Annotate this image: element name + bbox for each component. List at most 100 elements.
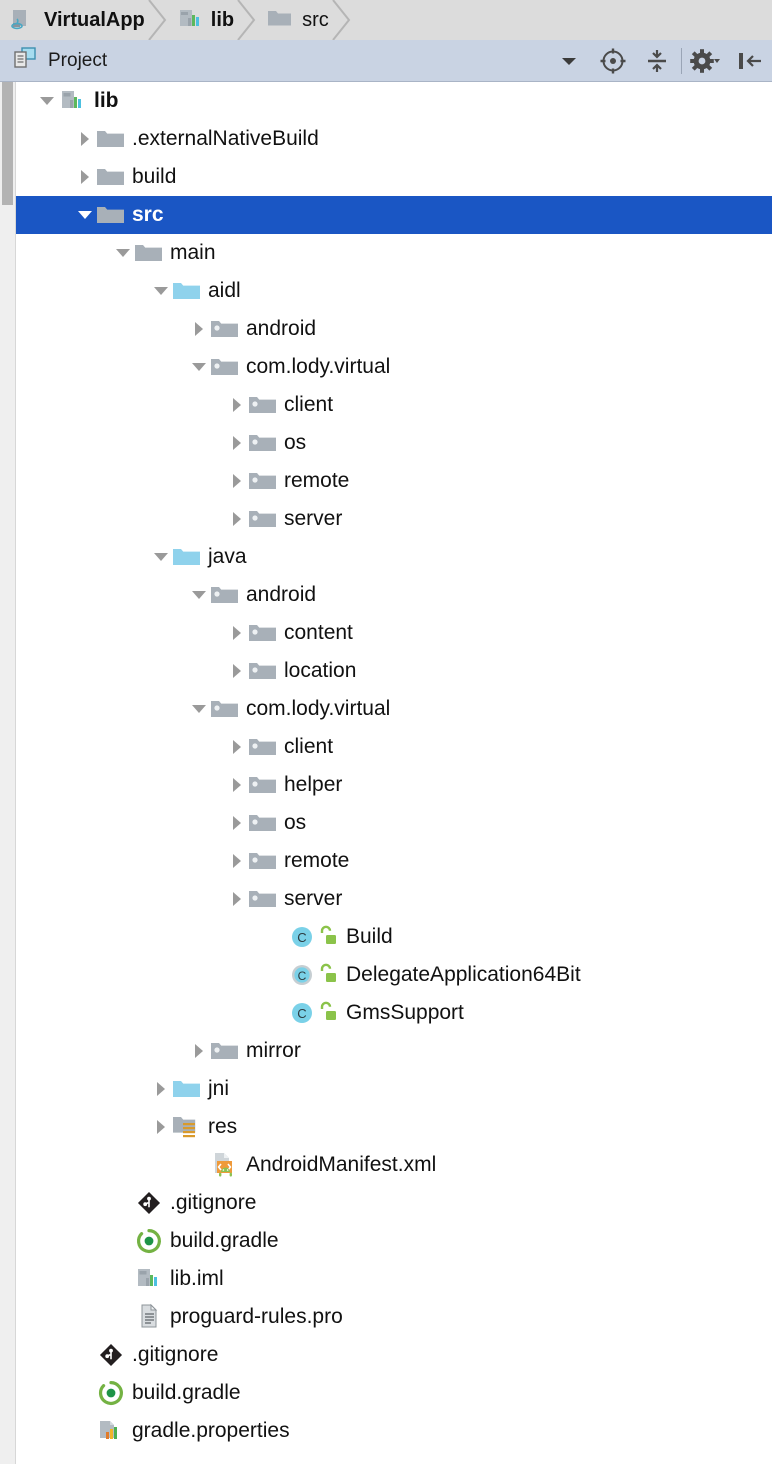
tree-row[interactable]: build: [16, 158, 772, 196]
triangle-right-icon[interactable]: [224, 614, 250, 652]
tree-row-label: com.lody.virtual: [246, 355, 391, 378]
indent-spacer: [16, 215, 72, 216]
indent-spacer: [16, 1355, 72, 1356]
tree-row[interactable]: build.gradle: [16, 1222, 772, 1260]
tree-row-label: remote: [284, 469, 350, 492]
vertical-scrollbar[interactable]: [0, 82, 16, 1464]
tree-row-label: build.gradle: [170, 1229, 279, 1252]
tree-row-label: com.lody.virtual: [246, 697, 391, 720]
hide-panel-icon[interactable]: [728, 40, 772, 82]
tree-row[interactable]: remote: [16, 462, 772, 500]
tree-row-label: DelegateApplication64Bit: [346, 963, 581, 986]
indent-spacer: [16, 633, 224, 634]
indent-spacer: [16, 1393, 72, 1394]
tree-row[interactable]: client: [16, 386, 772, 424]
scroll-from-source-icon[interactable]: [591, 40, 635, 82]
tree-row[interactable]: location: [16, 652, 772, 690]
chevron-down-icon[interactable]: [547, 40, 591, 82]
tree-row[interactable]: server: [16, 500, 772, 538]
tree-row[interactable]: AndroidManifest.xml: [16, 1146, 772, 1184]
tree-row[interactable]: server: [16, 880, 772, 918]
triangle-down-icon[interactable]: [186, 348, 212, 386]
folder-icon: [97, 196, 124, 234]
indent-spacer: [16, 1241, 110, 1242]
tree-row[interactable]: content: [16, 614, 772, 652]
collapse-all-icon[interactable]: [635, 40, 679, 82]
triangle-down-icon[interactable]: [148, 538, 174, 576]
tree-row[interactable]: proguard-rules.pro: [16, 1298, 772, 1336]
tree-row[interactable]: android: [16, 576, 772, 614]
triangle-right-icon[interactable]: [224, 500, 250, 538]
tree-row[interactable]: com.lody.virtual: [16, 690, 772, 728]
triangle-right-icon[interactable]: [186, 310, 212, 348]
package-icon: [249, 804, 276, 842]
triangle-right-icon[interactable]: [72, 158, 98, 196]
module-gradle-icon: [60, 82, 86, 120]
tree-row[interactable]: os: [16, 804, 772, 842]
triangle-right-icon[interactable]: [224, 424, 250, 462]
tree-row-label: GmsSupport: [346, 1001, 464, 1024]
triangle-right-icon[interactable]: [224, 766, 250, 804]
tree-row[interactable]: .externalNativeBuild: [16, 120, 772, 158]
scrollbar-thumb[interactable]: [2, 82, 13, 205]
package-icon: [249, 880, 276, 918]
tree-row[interactable]: client: [16, 728, 772, 766]
triangle-down-icon[interactable]: [186, 576, 212, 614]
triangle-right-icon[interactable]: [148, 1070, 174, 1108]
triangle-right-icon[interactable]: [224, 652, 250, 690]
tree-row[interactable]: .gitignore: [16, 1336, 772, 1374]
tree-row[interactable]: android: [16, 310, 772, 348]
tree-row-label: build.gradle: [132, 1381, 241, 1404]
package-icon: [249, 766, 276, 804]
tree-row-label: java: [208, 545, 247, 568]
tree-row-label: helper: [284, 773, 343, 796]
triangle-right-icon[interactable]: [72, 120, 98, 158]
triangle-right-icon[interactable]: [224, 462, 250, 500]
tree-row[interactable]: mirror: [16, 1032, 772, 1070]
triangle-down-icon[interactable]: [148, 272, 174, 310]
triangle-right-icon[interactable]: [224, 728, 250, 766]
java-class-icon: C: [288, 918, 316, 956]
tree-row[interactable]: remote: [16, 842, 772, 880]
tree-row[interactable]: com.lody.virtual: [16, 348, 772, 386]
triangle-right-icon[interactable]: [224, 386, 250, 424]
tree-row[interactable]: main: [16, 234, 772, 272]
triangle-down-icon[interactable]: [72, 196, 98, 234]
tree-row[interactable]: aidl: [16, 272, 772, 310]
breadcrumb-item-src[interactable]: src: [256, 0, 351, 40]
tree-row-label: android: [246, 317, 317, 340]
triangle-right-icon[interactable]: [148, 1108, 174, 1146]
tree-row[interactable]: os: [16, 424, 772, 462]
gear-icon[interactable]: [684, 40, 728, 82]
tree-row[interactable]: build.gradle: [16, 1374, 772, 1412]
triangle-right-icon[interactable]: [224, 842, 250, 880]
tree-row[interactable]: java: [16, 538, 772, 576]
tree-row[interactable]: .gitignore: [16, 1184, 772, 1222]
triangle-down-icon[interactable]: [110, 234, 136, 272]
java-class-icon: C: [288, 994, 316, 1032]
breadcrumb: VirtualApp lib src: [0, 0, 772, 40]
triangle-down-icon[interactable]: [186, 690, 212, 728]
tree-row-label: lib: [94, 89, 119, 112]
tree-row[interactable]: helper: [16, 766, 772, 804]
res-folder-icon: [173, 1108, 200, 1146]
tree-row[interactable]: lib: [16, 82, 772, 120]
tree-row[interactable]: res: [16, 1108, 772, 1146]
triangle-down-icon[interactable]: [34, 82, 60, 120]
breadcrumb-item-project[interactable]: VirtualApp: [0, 0, 167, 40]
tree-row[interactable]: gradle.properties: [16, 1412, 772, 1450]
breadcrumb-item-lib[interactable]: lib: [167, 0, 256, 40]
tree-row[interactable]: C GmsSupport: [16, 994, 772, 1032]
tree-row[interactable]: jni: [16, 1070, 772, 1108]
tree-row[interactable]: lib.iml: [16, 1260, 772, 1298]
triangle-right-icon[interactable]: [224, 804, 250, 842]
indent-spacer: [16, 253, 110, 254]
public-lock-icon: [318, 956, 340, 994]
triangle-right-icon[interactable]: [186, 1032, 212, 1070]
tree-row[interactable]: src: [16, 196, 772, 234]
triangle-right-icon[interactable]: [224, 880, 250, 918]
